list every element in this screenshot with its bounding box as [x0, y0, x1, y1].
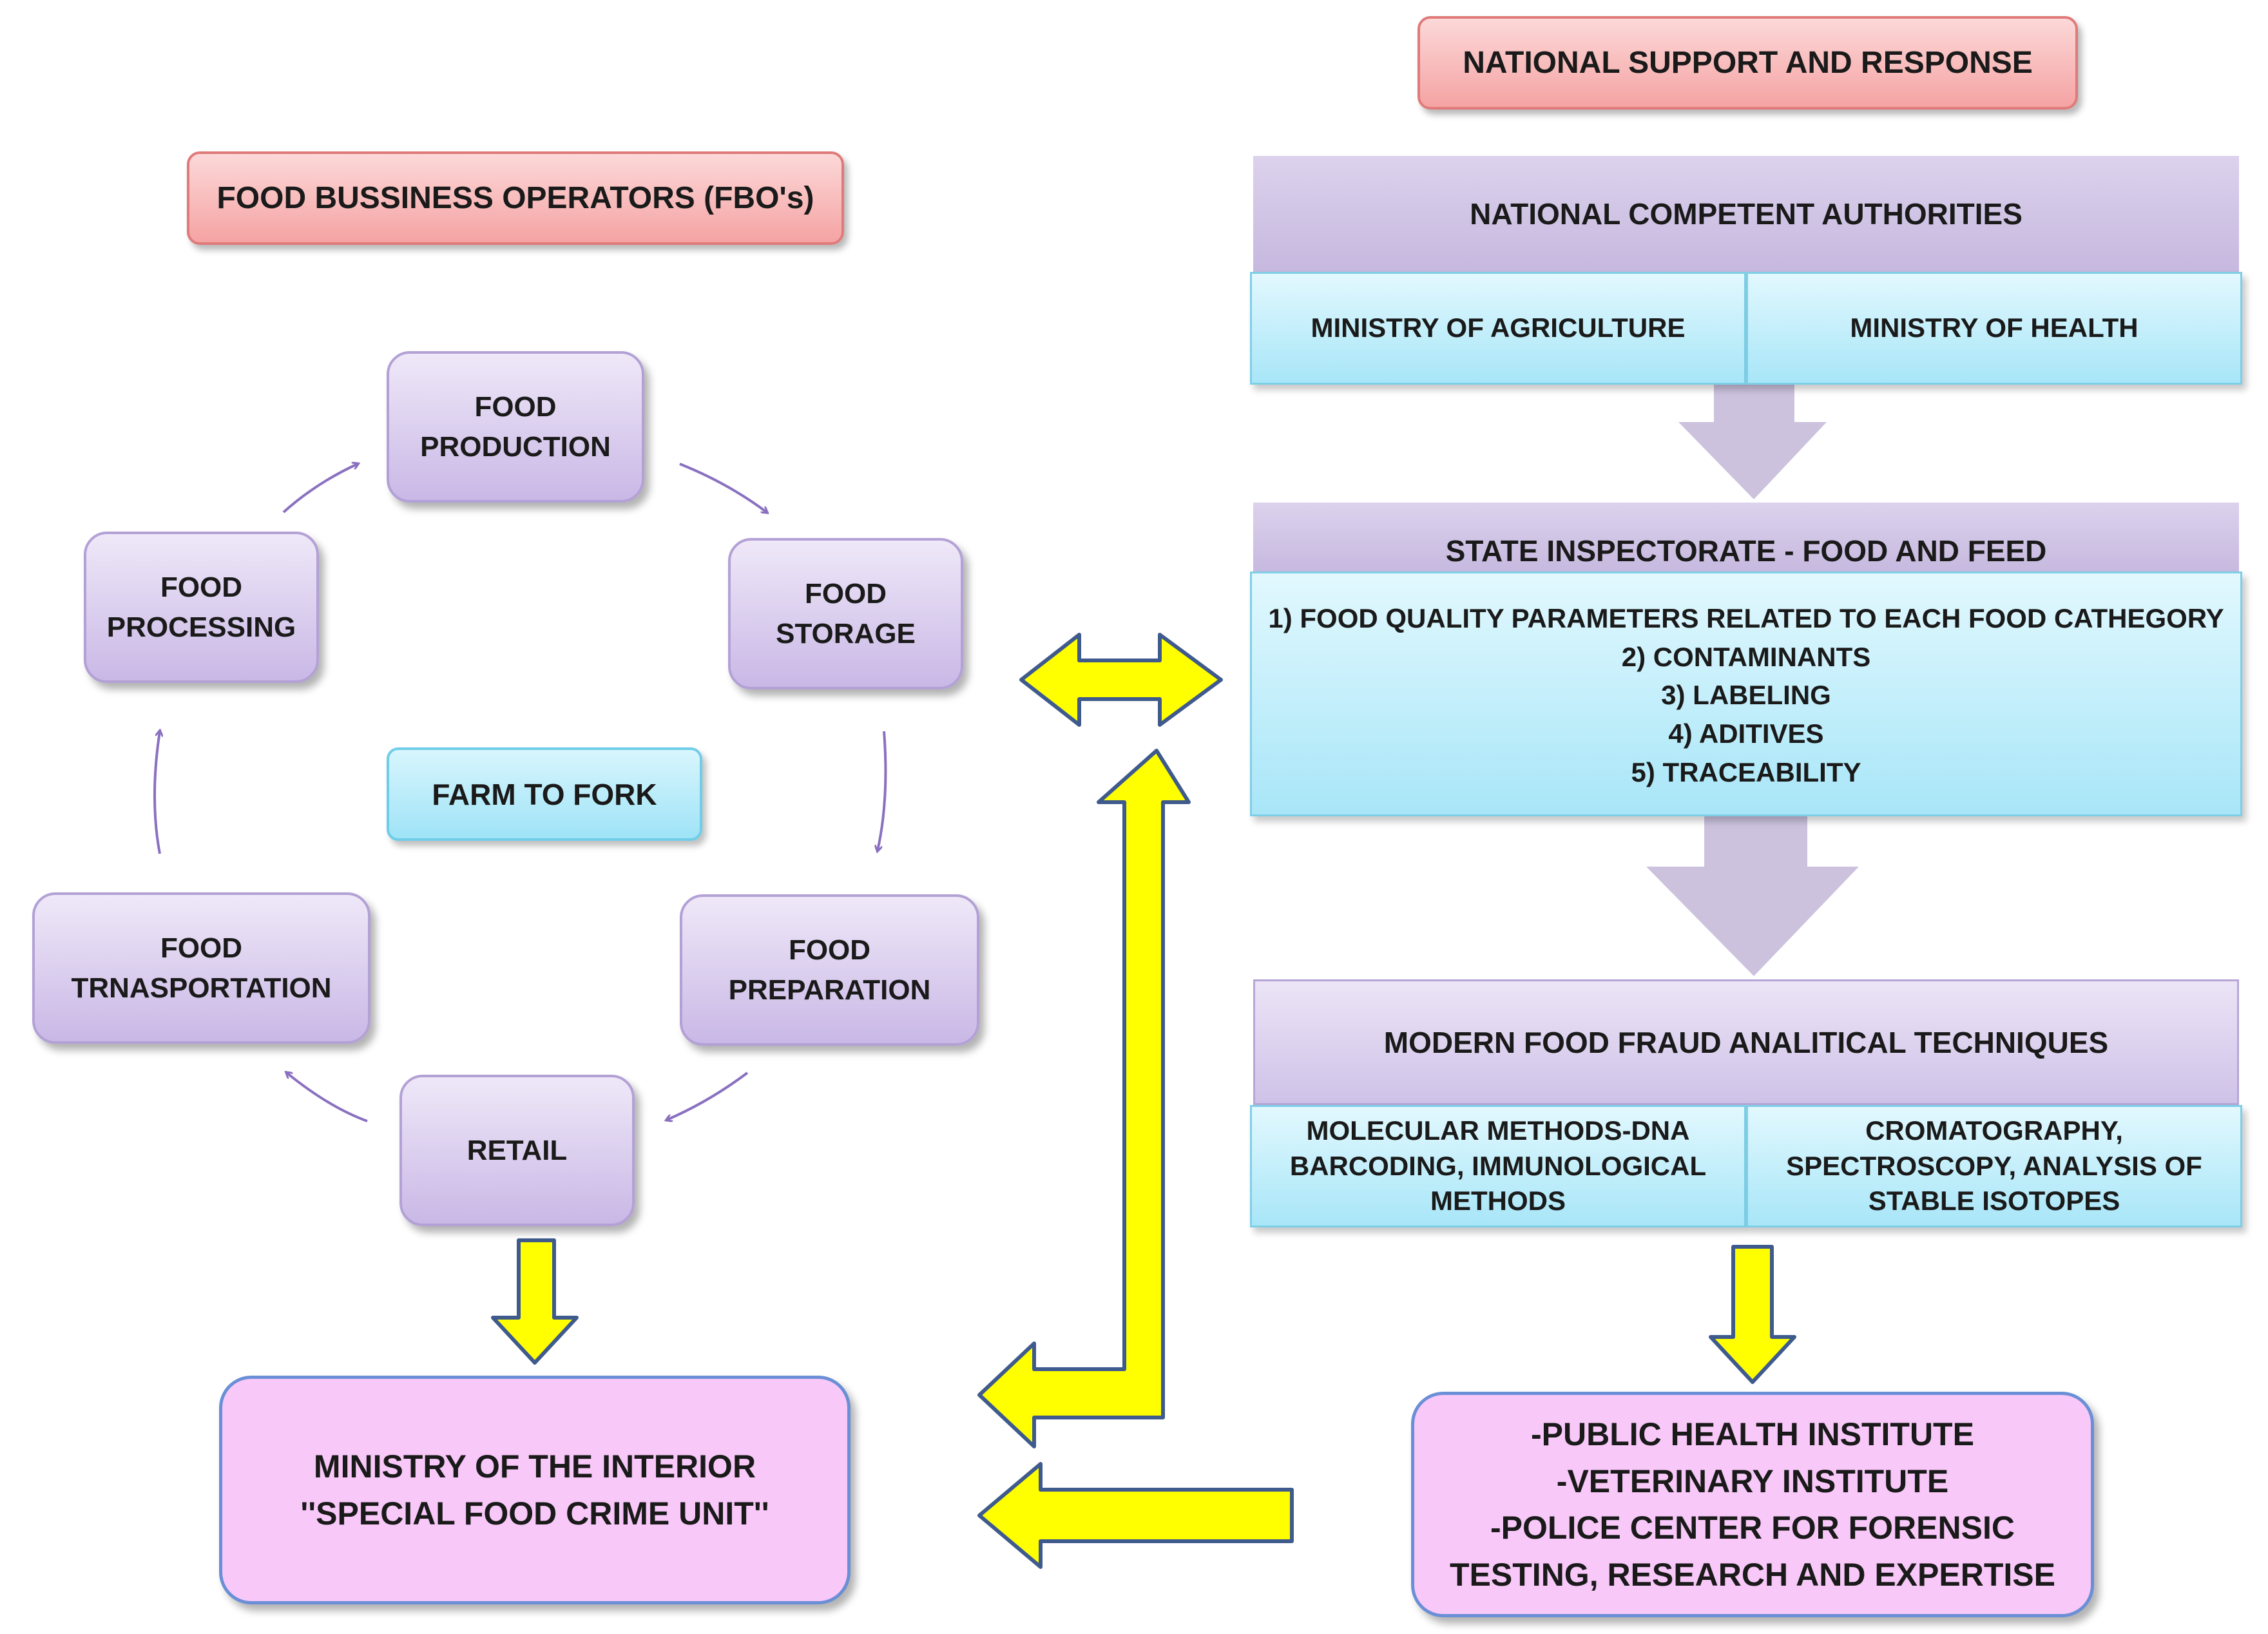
- farm-to-fork-label: FARM TO FORK: [387, 747, 702, 841]
- authorities-header-text: NATIONAL COMPETENT AUTHORITIES: [1470, 197, 2023, 231]
- arrow-interior-inspectorate-link: [977, 749, 1191, 1448]
- national-title: NATIONAL SUPPORT AND RESPONSE: [1418, 16, 2078, 110]
- arrow-authorities-to-inspectorate: [1678, 383, 1827, 499]
- food-production-label: FOOD PRODUCTION: [420, 390, 611, 463]
- inspectorate-header-text: STATE INSPECTORATE - FOOD AND FEED: [1445, 534, 2047, 568]
- ministry-health-cell: MINISTRY OF HEALTH: [1746, 272, 2242, 385]
- arrow-storage-to-preparation: [878, 731, 887, 851]
- techniques-header-text: MODERN FOOD FRAUD ANALITICAL TECHNIQUES: [1383, 1025, 2109, 1059]
- arrow-retail-to-transportation: [287, 1073, 368, 1122]
- inspectorate-items-text: 1) FOOD QUALITY PARAMETERS RELATED TO EA…: [1268, 603, 2224, 787]
- chromatography-text: CROMATOGRAPHY, SPECTROSCOPY, ANALYSIS OF…: [1786, 1115, 2202, 1216]
- arrow-inspectorate-to-techniques: [1646, 815, 1859, 976]
- institutes-text: -PUBLIC HEALTH INSTITUTE -VETERINARY INS…: [1450, 1416, 2055, 1593]
- ministry-interior-text: MINISTRY OF THE INTERIOR ''SPECIAL FOOD …: [300, 1448, 769, 1532]
- authorities-header: NATIONAL COMPETENT AUTHORITIES: [1253, 156, 2239, 272]
- double-arrow-fbo-national: [1019, 633, 1223, 727]
- arrow-preparation-to-retail: [667, 1072, 749, 1120]
- arrow-institutes-to-interior: [977, 1462, 1294, 1569]
- arrow-transportation-to-processing: [153, 731, 160, 854]
- arrow-techniques-to-institutes: [1709, 1245, 1796, 1384]
- ministry-agriculture-text: MINISTRY OF AGRICULTURE: [1311, 312, 1686, 343]
- food-preparation-label: FOOD PREPARATION: [728, 934, 931, 1006]
- food-processing-label: FOOD PROCESSING: [106, 571, 296, 643]
- inspectorate-items-box: 1) FOOD QUALITY PARAMETERS RELATED TO EA…: [1250, 572, 2242, 816]
- food-transportation-label: FOOD TRNASPORTATION: [71, 932, 332, 1004]
- ministry-health-text: MINISTRY OF HEALTH: [1850, 312, 2138, 343]
- food-preparation-node: FOOD PREPARATION: [680, 894, 979, 1046]
- arrow-processing-to-production: [282, 464, 358, 514]
- molecular-methods-text: MOLECULAR METHODS-DNA BARCODING, IMMUNOL…: [1289, 1115, 1707, 1216]
- chromatography-cell: CROMATOGRAPHY, SPECTROSCOPY, ANALYSIS OF…: [1746, 1105, 2242, 1227]
- inspectorate-header: STATE INSPECTORATE - FOOD AND FEED: [1253, 503, 2239, 573]
- techniques-header: MODERN FOOD FRAUD ANALITICAL TECHNIQUES: [1253, 979, 2239, 1105]
- ministry-agriculture-cell: MINISTRY OF AGRICULTURE: [1250, 272, 1746, 385]
- food-storage-label: FOOD STORAGE: [776, 577, 916, 649]
- food-production-node: FOOD PRODUCTION: [387, 351, 644, 503]
- retail-node: RETAIL: [399, 1075, 635, 1226]
- farm-to-fork-text: FARM TO FORK: [432, 777, 657, 811]
- arrow-production-to-storage: [679, 463, 767, 512]
- food-processing-node: FOOD PROCESSING: [84, 532, 319, 683]
- arrow-retail-to-interior: [491, 1238, 579, 1365]
- food-transportation-node: FOOD TRNASPORTATION: [32, 892, 370, 1044]
- fbo-title: FOOD BUSSINESS OPERATORS (FBO's): [187, 151, 844, 245]
- fbo-title-text: FOOD BUSSINESS OPERATORS (FBO's): [216, 181, 814, 215]
- food-storage-node: FOOD STORAGE: [728, 538, 963, 689]
- institutes-box: -PUBLIC HEALTH INSTITUTE -VETERINARY INS…: [1411, 1392, 2094, 1617]
- national-title-text: NATIONAL SUPPORT AND RESPONSE: [1463, 46, 2033, 80]
- retail-label: RETAIL: [466, 1134, 568, 1166]
- ministry-interior-box: MINISTRY OF THE INTERIOR ''SPECIAL FOOD …: [219, 1376, 850, 1604]
- molecular-methods-cell: MOLECULAR METHODS-DNA BARCODING, IMMUNOL…: [1250, 1105, 1746, 1227]
